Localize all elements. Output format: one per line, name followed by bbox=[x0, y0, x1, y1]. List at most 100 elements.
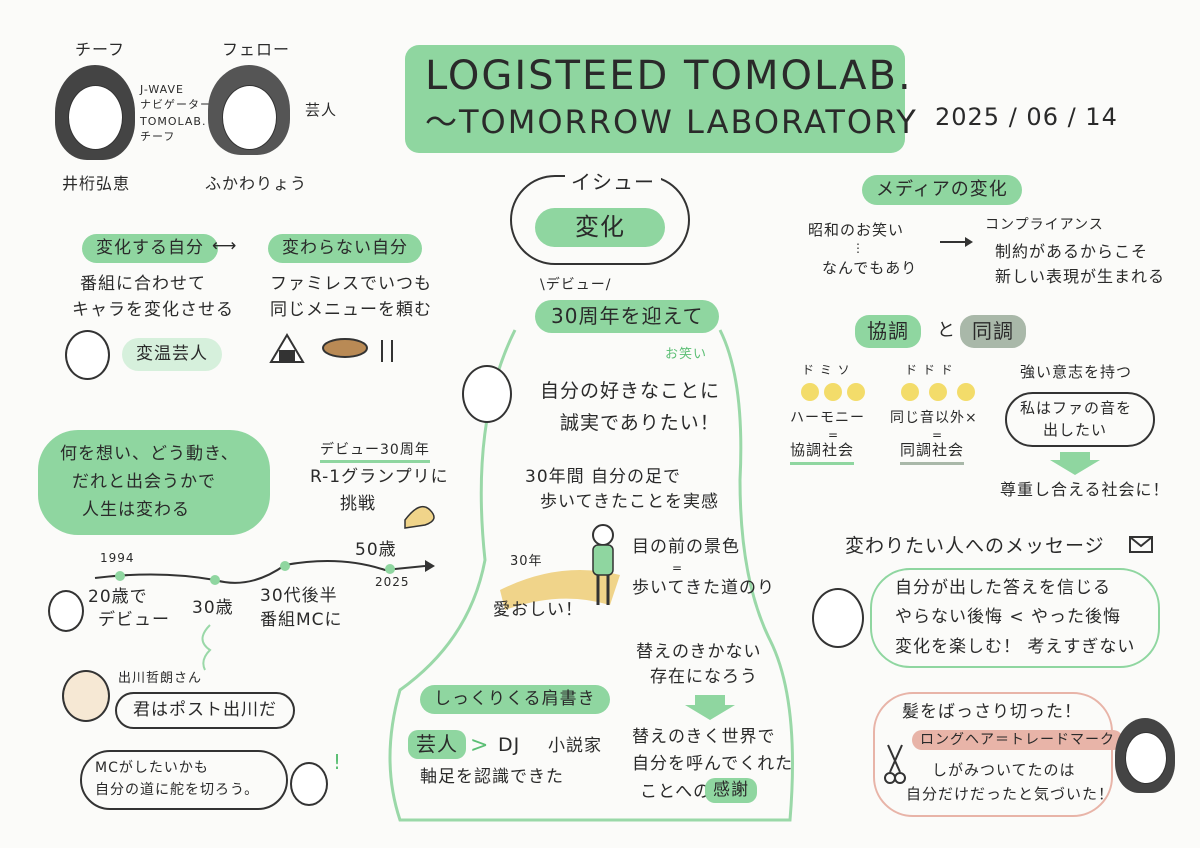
showa-line2: なんでもあり bbox=[822, 259, 918, 277]
unchanging-self-label: 変わらない自分 bbox=[268, 234, 422, 263]
anniv-title: 30周年を迎えて bbox=[535, 300, 720, 333]
harmony-eq2: = bbox=[932, 428, 944, 442]
degawa-name: 出川哲朗さん bbox=[118, 671, 203, 686]
message-line2: やらない後悔 < やった後悔 bbox=[895, 607, 1122, 627]
date: 2025 / 06 / 14 bbox=[935, 103, 1118, 131]
chief-desc2: ナビゲーター bbox=[140, 98, 212, 111]
title-line2: 〜TOMORROW LABORATORY bbox=[425, 103, 918, 141]
owarai-note: お笑い bbox=[665, 347, 708, 362]
year-2025: 2025 bbox=[375, 575, 410, 589]
exclaim-mark: ! bbox=[333, 750, 343, 774]
title-banner bbox=[405, 45, 905, 153]
showa-dots: ⋮ bbox=[852, 241, 865, 255]
harmony-word: ハーモニー bbox=[790, 410, 865, 426]
axis-text: 軸足を認識できた bbox=[420, 767, 564, 787]
mc-bubble bbox=[80, 750, 288, 810]
fukawa-message-avatar bbox=[812, 588, 864, 648]
new-expression-1: 制約があるからこそ bbox=[995, 242, 1149, 261]
chief-role: チーフ bbox=[75, 40, 126, 59]
mc-line2: 自分の道に舵を切ろう。 bbox=[95, 782, 260, 798]
fellow-desc: 芸人 bbox=[305, 101, 338, 119]
new-expression-2: 新しい表現が生まれる bbox=[995, 267, 1166, 286]
changing-line2: キャラを変化させる bbox=[72, 300, 234, 320]
gratitude-line3: ことへの bbox=[640, 782, 712, 802]
media-title: メディアの変化 bbox=[862, 175, 1022, 206]
novelist: 小説家 bbox=[548, 736, 602, 756]
fa-bubble bbox=[1005, 392, 1155, 447]
scene-line2: 歩いてきた道のり bbox=[632, 578, 775, 598]
r1-line1: R-1グランプリに bbox=[310, 467, 449, 487]
hentai-badge: 変温芸人 bbox=[122, 338, 222, 371]
compliance: コンプライアンス bbox=[985, 217, 1104, 233]
issue-label: イシュー bbox=[565, 168, 661, 197]
walk-line1: 30年間 自分の足で bbox=[525, 467, 682, 487]
year-1994: 1994 bbox=[100, 551, 135, 565]
irreplace-line2: 存在になろう bbox=[650, 667, 758, 687]
unchanging-line2: 同じメニューを頼む bbox=[270, 300, 432, 320]
gratitude-word: 感謝 bbox=[705, 778, 757, 803]
kyocho-society: 協調社会 bbox=[790, 440, 855, 465]
changing-line1: 番組に合わせて bbox=[80, 274, 206, 294]
changing-self-label: 変化する自分 bbox=[82, 234, 218, 263]
debut-line2: デビュー bbox=[98, 610, 170, 630]
young-fukawa-avatar bbox=[48, 590, 84, 632]
message-title: 変わりたい人へのメッセージ bbox=[845, 535, 1105, 557]
respect: 尊重し合える社会に！ bbox=[1000, 480, 1170, 499]
intro-line3: 人生は変わる bbox=[82, 500, 190, 520]
kyocho-title: 協調 bbox=[855, 315, 921, 348]
fa-line2: 出したい bbox=[1043, 421, 1108, 439]
debut30-label: デビュー30周年 bbox=[320, 440, 430, 464]
same-note: 同じ音以外× bbox=[890, 410, 978, 426]
scene-line1: 目の前の景色 bbox=[632, 537, 740, 557]
gt-mark: > bbox=[470, 733, 490, 758]
late30-line2: 番組MCに bbox=[260, 610, 343, 630]
gratitude-line2: 自分を呼んでくれた bbox=[632, 754, 794, 774]
intro-line2: だれと出会うかで bbox=[72, 472, 216, 492]
dj: DJ bbox=[498, 734, 521, 756]
hair-line3: 自分だけだったと気づいた！ bbox=[906, 785, 1115, 803]
lovely: 愛おしい！ bbox=[493, 600, 583, 620]
chief-desc4: チーフ bbox=[140, 130, 176, 143]
message-bubble bbox=[870, 568, 1160, 668]
swap-arrow: ⟷ bbox=[212, 236, 238, 256]
intro-blob bbox=[38, 430, 270, 535]
years-30: 30年 bbox=[510, 554, 543, 569]
to-word: と bbox=[937, 320, 956, 341]
age-50: 50歳 bbox=[355, 540, 397, 560]
sincere-line2: 誠実でありたい！ bbox=[560, 412, 720, 434]
showa-line1: 昭和のお笑い bbox=[808, 221, 905, 239]
debut-line1: 20歳で bbox=[88, 587, 148, 607]
chief-avatar bbox=[68, 85, 123, 150]
late30-line1: 30代後半 bbox=[260, 586, 338, 606]
mc-line1: MCがしたいかも bbox=[95, 760, 209, 776]
hair-bubble bbox=[873, 692, 1113, 817]
chief-name: 井桁弘恵 bbox=[62, 174, 131, 193]
title-line1: LOGISTEED TOMOLAB. bbox=[425, 53, 913, 99]
gratitude-line1: 替えのきく世界で bbox=[632, 727, 776, 747]
sincere-line1: 自分の好きなことに bbox=[540, 380, 721, 402]
fellow-name: ふかわりょう bbox=[205, 174, 308, 193]
hair-line2: しがみついてたのは bbox=[932, 761, 1076, 779]
scene-eq: = bbox=[672, 561, 684, 575]
ikegeta-message-avatar bbox=[1125, 732, 1167, 784]
strong-will: 強い意志を持つ bbox=[1020, 363, 1133, 381]
hair-line1: 髪をばっさり切った！ bbox=[902, 702, 1082, 722]
title-fit: しっくりくる肩書き bbox=[420, 685, 610, 714]
walk-line2: 歩いてきたことを実感 bbox=[540, 492, 719, 512]
age-30: 30歳 bbox=[192, 598, 234, 618]
unchanging-line1: ファミレスでいつも bbox=[270, 274, 432, 294]
degawa-quote: 君はポスト出川だ bbox=[115, 692, 295, 729]
r1-line2: 挑戦 bbox=[340, 494, 376, 514]
geinin: 芸人 bbox=[408, 730, 466, 759]
fukawa-mid-avatar bbox=[462, 365, 512, 423]
docho-society: 同調社会 bbox=[900, 440, 965, 465]
ikegeta-small-avatar bbox=[290, 762, 328, 806]
chief-desc3: TOMOLAB. bbox=[140, 115, 207, 128]
message-line3: 変化を楽しむ！ 考えすぎない bbox=[895, 637, 1136, 657]
issue-value: 変化 bbox=[535, 208, 665, 247]
fellow-role: フェロー bbox=[222, 40, 291, 59]
notes-domiso: ド ミ ソ bbox=[802, 363, 851, 377]
trademark: ロングヘア＝トレードマーク bbox=[912, 730, 1123, 751]
intro-line1: 何を想い、どう動き、 bbox=[60, 444, 239, 464]
debut-tag: \デビュー/ bbox=[540, 277, 612, 293]
